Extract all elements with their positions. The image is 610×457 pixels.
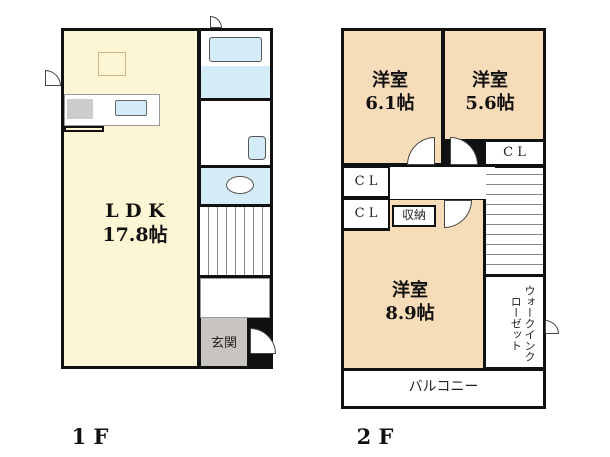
storage-label: 収納	[401, 208, 426, 222]
room2-size: 5.6帖	[465, 93, 515, 114]
closet-room3	[344, 200, 388, 228]
storage-2f	[392, 205, 436, 227]
kitchen-sink-icon	[115, 100, 147, 116]
bathroom-floor	[201, 66, 270, 98]
room2-name: 洋室	[472, 70, 508, 91]
washbasin-icon	[248, 136, 266, 160]
room1-name: 洋室	[372, 70, 408, 91]
closet-label-room3: C L	[354, 206, 378, 221]
ceiling-hatch	[98, 52, 126, 76]
walk-in-closet-label: ウォークインクローゼット	[509, 284, 536, 362]
entrance-area	[201, 318, 247, 366]
balcony	[344, 371, 543, 406]
stairs-1f	[200, 207, 270, 275]
hallway-2f	[390, 167, 495, 199]
room1-size: 6.1帖	[365, 93, 415, 114]
closet-room2	[486, 142, 543, 164]
closet-label-room2: C L	[503, 145, 526, 160]
ldk-label: L D K	[105, 200, 165, 222]
bath-door[interactable]	[210, 16, 222, 28]
stairs-2f	[486, 168, 543, 274]
floor2-label: 2 F	[356, 424, 394, 449]
ldk-room	[64, 31, 197, 366]
ldk-side-door[interactable]	[45, 70, 61, 86]
floor1-label: 1 F	[71, 424, 109, 449]
closet-room1	[344, 168, 388, 196]
entrance-label: 玄関	[210, 336, 237, 351]
closet-label-room1: C L	[354, 174, 378, 189]
wic-door[interactable]	[545, 320, 559, 334]
bedroom-5-6	[445, 31, 543, 139]
storage-1f	[200, 278, 270, 318]
room3-size: 8.9帖	[385, 303, 435, 324]
kitchen-back-counter	[64, 126, 104, 132]
bathtub-icon	[209, 37, 262, 62]
ldk-size: 17.8帖	[102, 224, 168, 246]
toilet-icon	[226, 176, 254, 194]
walk-in-closet	[486, 277, 543, 367]
bedroom-8-9	[344, 231, 483, 368]
balcony-label: バルコニー	[408, 379, 479, 395]
stove-icon	[67, 99, 93, 119]
room3-name: 洋室	[392, 280, 428, 301]
